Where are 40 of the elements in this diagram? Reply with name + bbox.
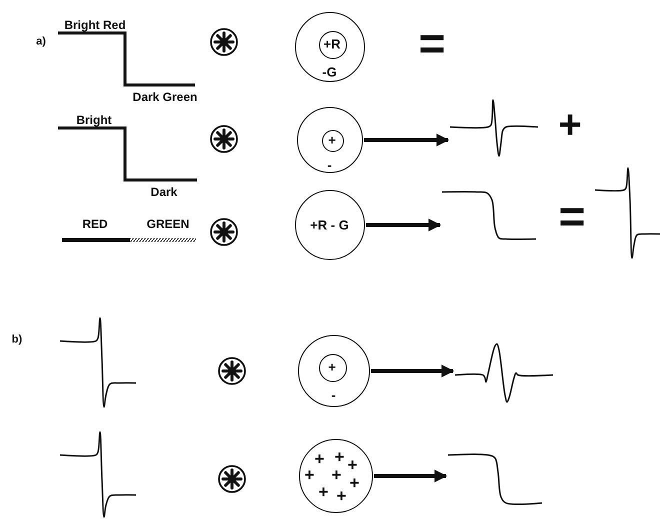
- sign-label: +R: [324, 38, 340, 50]
- arrow: [366, 218, 442, 232]
- sign-label: +: [348, 456, 358, 473]
- signal-label: Dark: [150, 186, 178, 198]
- arrow: [371, 364, 454, 378]
- signal-label: Dark Green: [132, 91, 198, 103]
- receptive-field-circle: [295, 190, 365, 260]
- receptive-field-center: [318, 354, 346, 382]
- signal-label: Bright: [76, 114, 112, 126]
- arrow: [374, 470, 448, 482]
- sign-label: +: [328, 360, 336, 374]
- arrow: [364, 134, 450, 146]
- response-waveform: [450, 98, 538, 158]
- sign-label: +: [336, 487, 346, 504]
- signal-label: GREEN: [146, 218, 190, 230]
- panel-label: a): [36, 36, 46, 48]
- sign-label: +: [318, 483, 328, 500]
- sign-label: +: [350, 474, 360, 491]
- receptive-field-circle: [295, 12, 365, 82]
- receptive-field-center: [322, 130, 344, 152]
- receptive-field-center: [318, 30, 346, 58]
- receptive-field-circle: [299, 439, 373, 513]
- sign-label: -G: [322, 65, 337, 78]
- receptive-field-circle: [297, 107, 363, 173]
- sign-label: +: [304, 466, 314, 483]
- operator-sign: =: [558, 193, 586, 239]
- sign-label: +: [334, 448, 344, 465]
- receptive-field-circle: [298, 335, 370, 407]
- sign-label: +: [328, 134, 336, 146]
- signal-label: Bright Red: [64, 19, 126, 31]
- sign-label: -: [331, 388, 336, 401]
- sign-label: +: [314, 450, 324, 467]
- sign-label: +R - G: [310, 218, 349, 231]
- operator-sign: =: [418, 20, 446, 66]
- response-waveform: [448, 452, 542, 506]
- panel-label: b): [12, 334, 22, 346]
- sign-label: +: [332, 466, 342, 483]
- operator-sign: +: [558, 105, 582, 145]
- signal-label: RED: [82, 218, 108, 230]
- sign-label: -: [327, 158, 332, 171]
